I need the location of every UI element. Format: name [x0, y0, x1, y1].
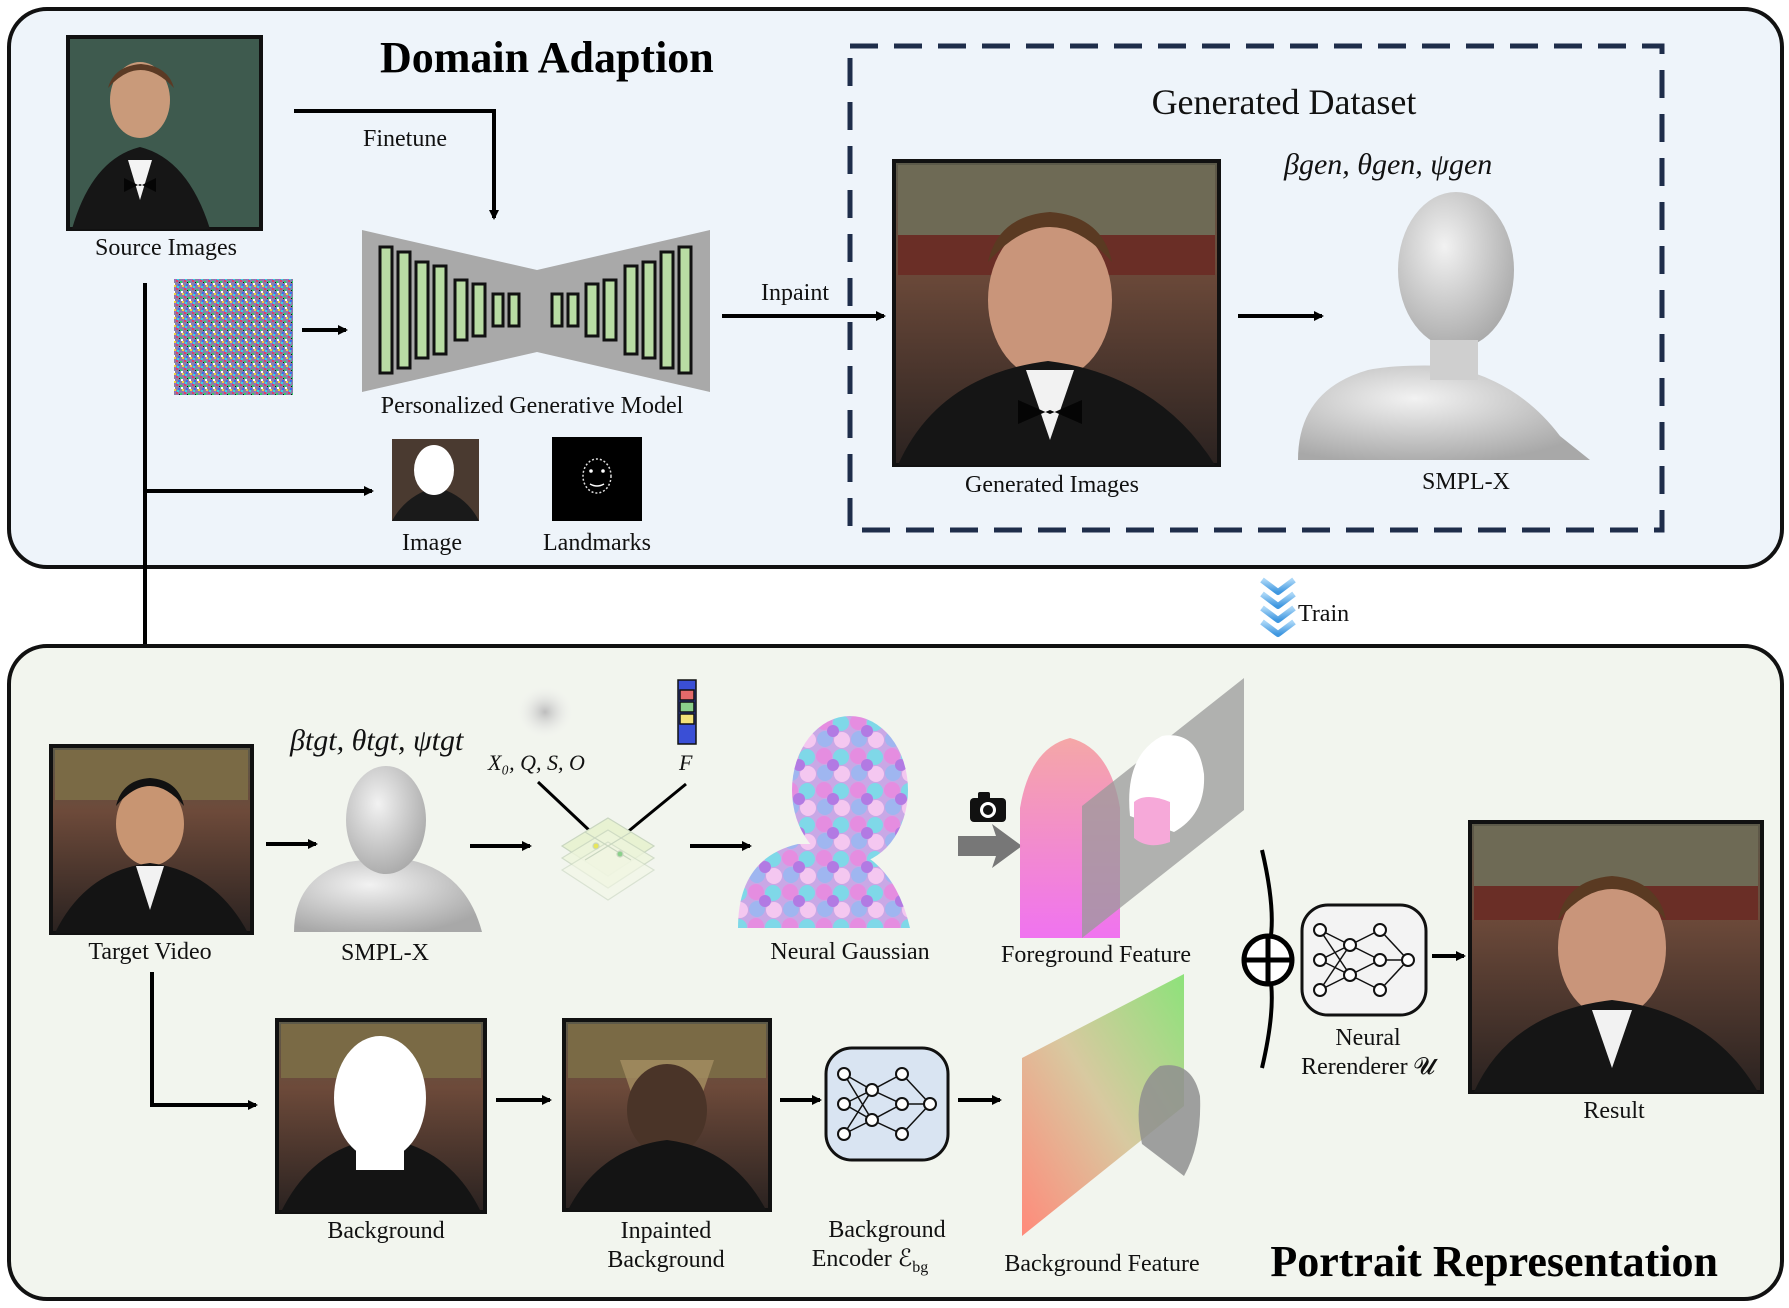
generated-dataset-box — [847, 43, 1665, 533]
generated-dataset-title: Generated Dataset — [1152, 82, 1417, 122]
source-image — [66, 35, 263, 231]
feature-vector — [677, 679, 697, 745]
gaussian-attrs-label: X₀, Q, S, O — [487, 750, 585, 775]
result-label: Result — [1583, 1098, 1645, 1124]
smplx-bottom-label: SMPL-X — [341, 940, 429, 966]
camera-icon — [970, 792, 1006, 822]
landmarks-image — [552, 437, 642, 521]
render-arrow — [958, 824, 1022, 868]
uv-grid — [560, 817, 656, 901]
inpaint-label: Inpaint — [761, 280, 829, 306]
foreground-feature-label: Foreground Feature — [1001, 942, 1191, 968]
source-images-label: Source Images — [95, 235, 237, 261]
train-chevron-icon — [1260, 577, 1296, 637]
encoder-bars — [378, 245, 521, 375]
portrait-representation-title: Portrait Representation — [1270, 1237, 1718, 1286]
neural-renderer-label-1: Neural — [1335, 1025, 1401, 1051]
smplx-bottom-mesh — [294, 766, 482, 932]
image-label: Image — [402, 530, 462, 556]
background-label: Background — [327, 1218, 444, 1244]
target-video-image — [49, 744, 254, 935]
neural-gaussian-figure — [738, 716, 910, 928]
background-feature — [1022, 974, 1201, 1236]
gaussian-blob — [517, 686, 573, 738]
finetune-arrow — [294, 109, 499, 220]
tgt-params-label: βtgt, θtgt, ψtgt — [289, 724, 464, 757]
inpainted-bg-label-2: Background — [607, 1247, 724, 1273]
generated-images-label: Generated Images — [965, 472, 1139, 498]
inpainted-background-image — [562, 1018, 772, 1212]
bg-encoder-label-1: Background — [828, 1217, 945, 1243]
target-to-background-arrow — [150, 972, 258, 1110]
landmarks-label: Landmarks — [543, 530, 651, 556]
noise-image — [174, 279, 293, 395]
smplx-top-mesh — [1298, 192, 1590, 460]
smplx-top-label: SMPL-X — [1422, 469, 1510, 495]
domain-adaption-title: Domain Adaption — [380, 33, 714, 82]
result-image — [1468, 820, 1764, 1094]
bg-encoder-text: Encoder ℰ — [812, 1246, 913, 1272]
bg-encoder-subscript: bg — [912, 1259, 928, 1276]
generated-image — [892, 159, 1221, 467]
inpainted-bg-label-1: Inpainted — [621, 1218, 712, 1244]
target-video-label: Target Video — [88, 939, 211, 965]
train-label: Train — [1298, 601, 1349, 627]
personalized-generative-model — [362, 230, 710, 392]
personalized-model-label: Personalized Generative Model — [381, 393, 684, 419]
neural-renderer-label-2: Rerenderer 𝓤 — [1301, 1054, 1439, 1080]
background-encoder-icon — [824, 1046, 950, 1162]
gen-params-label: βgen, θgen, ψgen — [1283, 148, 1492, 181]
neural-gaussian-label: Neural Gaussian — [770, 939, 929, 965]
background-image — [275, 1018, 487, 1214]
finetune-label: Finetune — [363, 126, 447, 152]
background-feature-label: Background Feature — [1004, 1251, 1199, 1277]
decoder-bars — [550, 245, 693, 375]
masked-image — [392, 439, 479, 521]
foreground-feature — [1020, 678, 1244, 938]
bg-encoder-label-2: Encoder ℰbg — [812, 1246, 929, 1276]
neural-network-icon — [1300, 903, 1428, 1017]
feature-label: F — [678, 750, 693, 775]
oplus-icon — [1241, 933, 1295, 987]
